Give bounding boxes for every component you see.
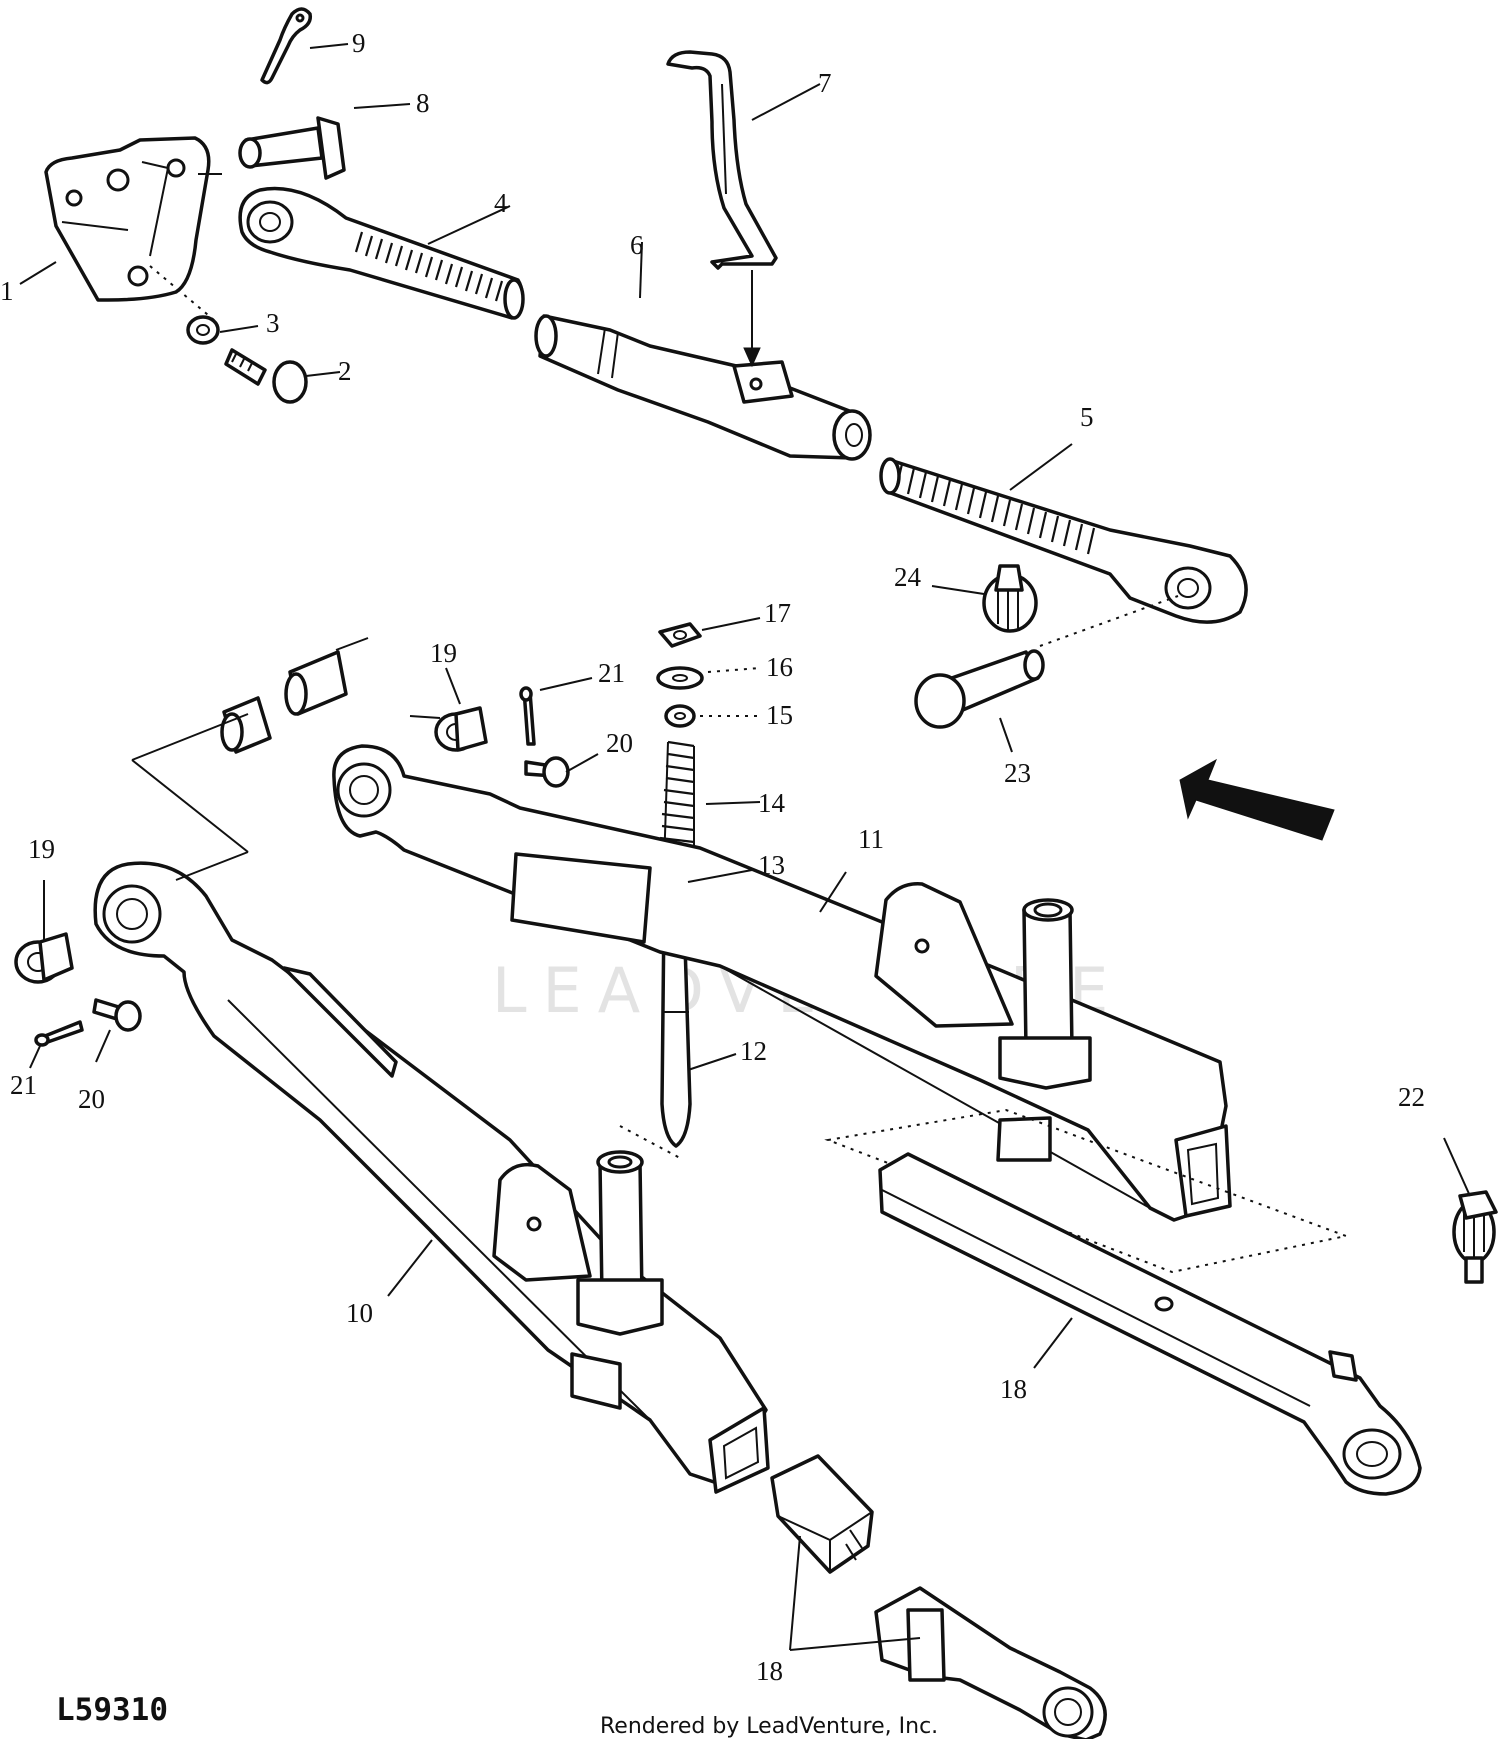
pin-segments [220, 637, 369, 754]
callout-2: 2 [338, 356, 352, 386]
callout-6: 6 [630, 230, 644, 260]
callout-17: 17 [764, 598, 791, 628]
callout-20a: 20 [606, 728, 633, 758]
part-12-pin [619, 910, 692, 1159]
part-4-threaded-link [238, 186, 525, 320]
part-21-cotter-upper [519, 686, 536, 746]
callout-22: 22 [1398, 1082, 1425, 1112]
part-23-clevis-pin [914, 649, 1045, 729]
direction-arrow [1179, 758, 1335, 841]
part-5-threaded-rod [879, 457, 1248, 624]
callout-13: 13 [758, 850, 785, 880]
figure-id: L59310 [56, 1692, 168, 1728]
callout-14: 14 [758, 788, 786, 818]
part-21-cotter-lower [34, 1020, 84, 1047]
part-17-nut [658, 622, 702, 648]
part-1-bracket [44, 136, 211, 302]
callout-21a: 21 [598, 658, 625, 688]
part-11-draft-arm [332, 744, 1232, 1222]
part-19-bushing-lower [14, 932, 74, 984]
part-24-lynch-pin [982, 564, 1038, 633]
callout-18b: 18 [756, 1656, 783, 1686]
callout-24: 24 [894, 562, 922, 592]
part-22-lynch-pin [1452, 1190, 1498, 1284]
part-6-turnbuckle [534, 314, 872, 461]
part-20-bolt-lower [92, 998, 142, 1032]
callout-9: 9 [352, 28, 366, 58]
part-15-washer [664, 704, 696, 728]
part-2-bolt [224, 348, 308, 404]
part-18-link-block [770, 1454, 874, 1574]
callout-5: 5 [1080, 402, 1094, 432]
callout-15: 15 [766, 700, 793, 730]
part-9-clip [260, 7, 313, 85]
part-18-link-right [824, 1108, 1422, 1496]
leader-lines [19, 43, 1471, 1651]
credit-text: Rendered by LeadVenture, Inc. [600, 1714, 938, 1739]
callout-19a: 19 [430, 638, 457, 668]
part-18-link-end [874, 1586, 1107, 1739]
part-16-washer [656, 666, 704, 690]
callout-19b: 19 [28, 834, 55, 864]
callout-10: 10 [346, 1298, 373, 1328]
callout-18a: 18 [1000, 1374, 1027, 1404]
callout-12: 12 [740, 1036, 767, 1066]
part-19-bushing-upper [434, 706, 488, 752]
part-8-pin [238, 116, 346, 180]
callout-7: 7 [818, 68, 832, 98]
callout-11: 11 [858, 824, 884, 854]
callout-16: 16 [766, 652, 793, 682]
part-7-handle [666, 50, 778, 368]
part-20-bolt-upper [524, 756, 570, 788]
callout-21b: 21 [10, 1070, 37, 1100]
part-3-washer [186, 315, 220, 345]
callout-1: 1 [0, 276, 14, 306]
callout-4: 4 [494, 188, 508, 218]
callout-labels: 1 2 3 4 5 6 7 8 9 10 11 12 13 14 15 16 1… [0, 28, 1425, 1686]
callout-23: 23 [1004, 758, 1031, 788]
callout-20b: 20 [78, 1084, 105, 1114]
part-10-draft-arm [93, 861, 770, 1494]
callout-8: 8 [416, 88, 430, 118]
callout-3: 3 [266, 308, 280, 338]
